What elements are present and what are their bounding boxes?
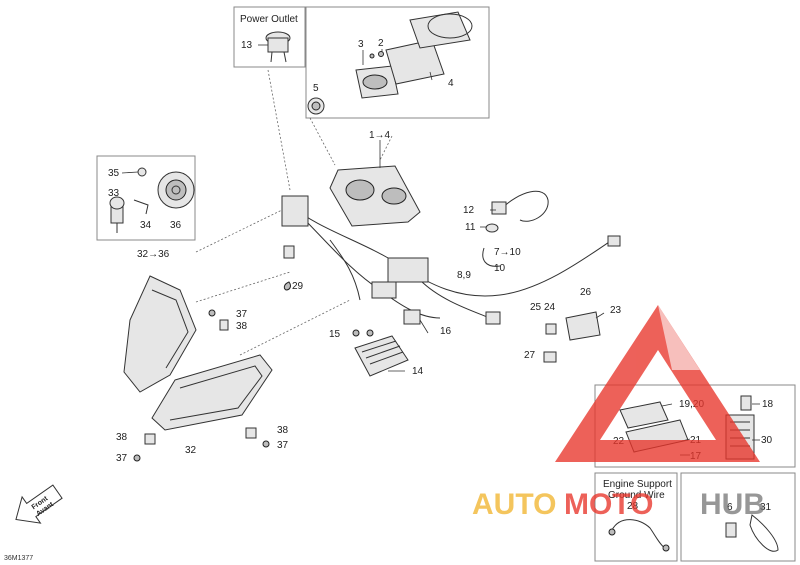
- callout-10: 10: [494, 263, 506, 274]
- power-outlet-title: Power Outlet: [240, 14, 298, 25]
- callout-18: 18: [762, 399, 774, 410]
- leader-lines: [195, 69, 393, 356]
- relay-parts: [543, 311, 601, 363]
- automotohub-watermark: AUTO MOTO HUB: [472, 305, 765, 521]
- main-gauge-assembly: [329, 165, 421, 227]
- bulb-part: [109, 196, 125, 233]
- callout-38-upper: 38: [236, 321, 248, 332]
- callout-16: 16: [440, 326, 452, 337]
- bottom-right-box: [680, 472, 796, 562]
- headlight-rear-part: [123, 275, 197, 393]
- callout-8-9: 8,9: [457, 270, 471, 281]
- callout-23: 23: [610, 305, 622, 316]
- callout-34: 34: [140, 220, 152, 231]
- callout-14: 14: [412, 366, 424, 377]
- gauge-cluster-box: [305, 6, 490, 119]
- callout-12: 12: [463, 205, 475, 216]
- callout-37-left: 37: [116, 453, 128, 464]
- headlight-clips: [133, 309, 270, 462]
- callout-4: 4: [448, 78, 454, 89]
- nut-15-part: [352, 329, 374, 337]
- power-outlet-part: [265, 31, 291, 63]
- drawing-code: 36M1377: [4, 555, 33, 562]
- callout-26: 26: [580, 287, 592, 298]
- headlight-front-part: [151, 354, 273, 431]
- callout-25: 25: [530, 302, 542, 313]
- watermark-triangle-icon: [555, 305, 760, 462]
- callout-37-upper: 37: [236, 309, 248, 320]
- horn-bulb-box: [96, 155, 196, 241]
- callout-28: 28: [627, 501, 639, 512]
- callout-33: 33: [108, 188, 120, 199]
- callout-36: 36: [170, 220, 182, 231]
- gauge-screw-part: [369, 51, 384, 59]
- callout-15: 15: [329, 329, 341, 340]
- callout-2: 2: [378, 38, 384, 49]
- callout-7-to-10: 7→10: [494, 247, 521, 258]
- coil-cord-part: [482, 190, 549, 267]
- horn-part: [157, 171, 195, 209]
- callout-5: 5: [313, 83, 319, 94]
- power-outlet-box: [233, 6, 306, 68]
- watermark-moto: MOTO: [564, 488, 653, 521]
- gauge-knob-part: [307, 97, 325, 115]
- callout-11: 11: [465, 222, 476, 233]
- callout-37-right: 37: [277, 440, 289, 451]
- bulb-cap-part: [137, 167, 147, 177]
- engine-support-title-1: Engine Support: [603, 479, 672, 490]
- callout-38-left: 38: [116, 432, 128, 443]
- callout-24: 24: [544, 302, 556, 313]
- callout-6: 6: [727, 502, 733, 513]
- callout-32: 32: [185, 445, 197, 456]
- voltage-regulator-part: [354, 335, 409, 377]
- watermark-hub: HUB: [700, 488, 765, 521]
- callout-31: 31: [760, 502, 772, 513]
- watermark-auto: AUTO: [472, 488, 556, 521]
- callout-30: 30: [761, 435, 773, 446]
- bulb-clip-part: [133, 199, 149, 215]
- callout-27: 27: [524, 350, 536, 361]
- callout-35: 35: [108, 168, 120, 179]
- callout-19-20: 19,20: [679, 399, 704, 410]
- callout-32-to-36: 32→36: [137, 249, 170, 260]
- callout-38-right: 38: [277, 425, 289, 436]
- wiring-harness: [281, 195, 621, 325]
- ground-wire-part: [608, 519, 670, 552]
- gauge-bezel-part: [355, 65, 399, 99]
- callout-1-to-4: 1→4: [369, 130, 391, 141]
- callout-13: 13: [241, 40, 253, 51]
- plug-29-part: [283, 281, 291, 291]
- engine-support-title-2: Ground Wire: [608, 490, 665, 501]
- callout-3: 3: [358, 39, 364, 50]
- front-arrow: Front Avant: [15, 484, 63, 524]
- engine-support-box: [594, 472, 678, 562]
- gauge-lens-part: [385, 11, 473, 85]
- callout-29: 29: [292, 281, 304, 292]
- strap-part: [725, 514, 779, 552]
